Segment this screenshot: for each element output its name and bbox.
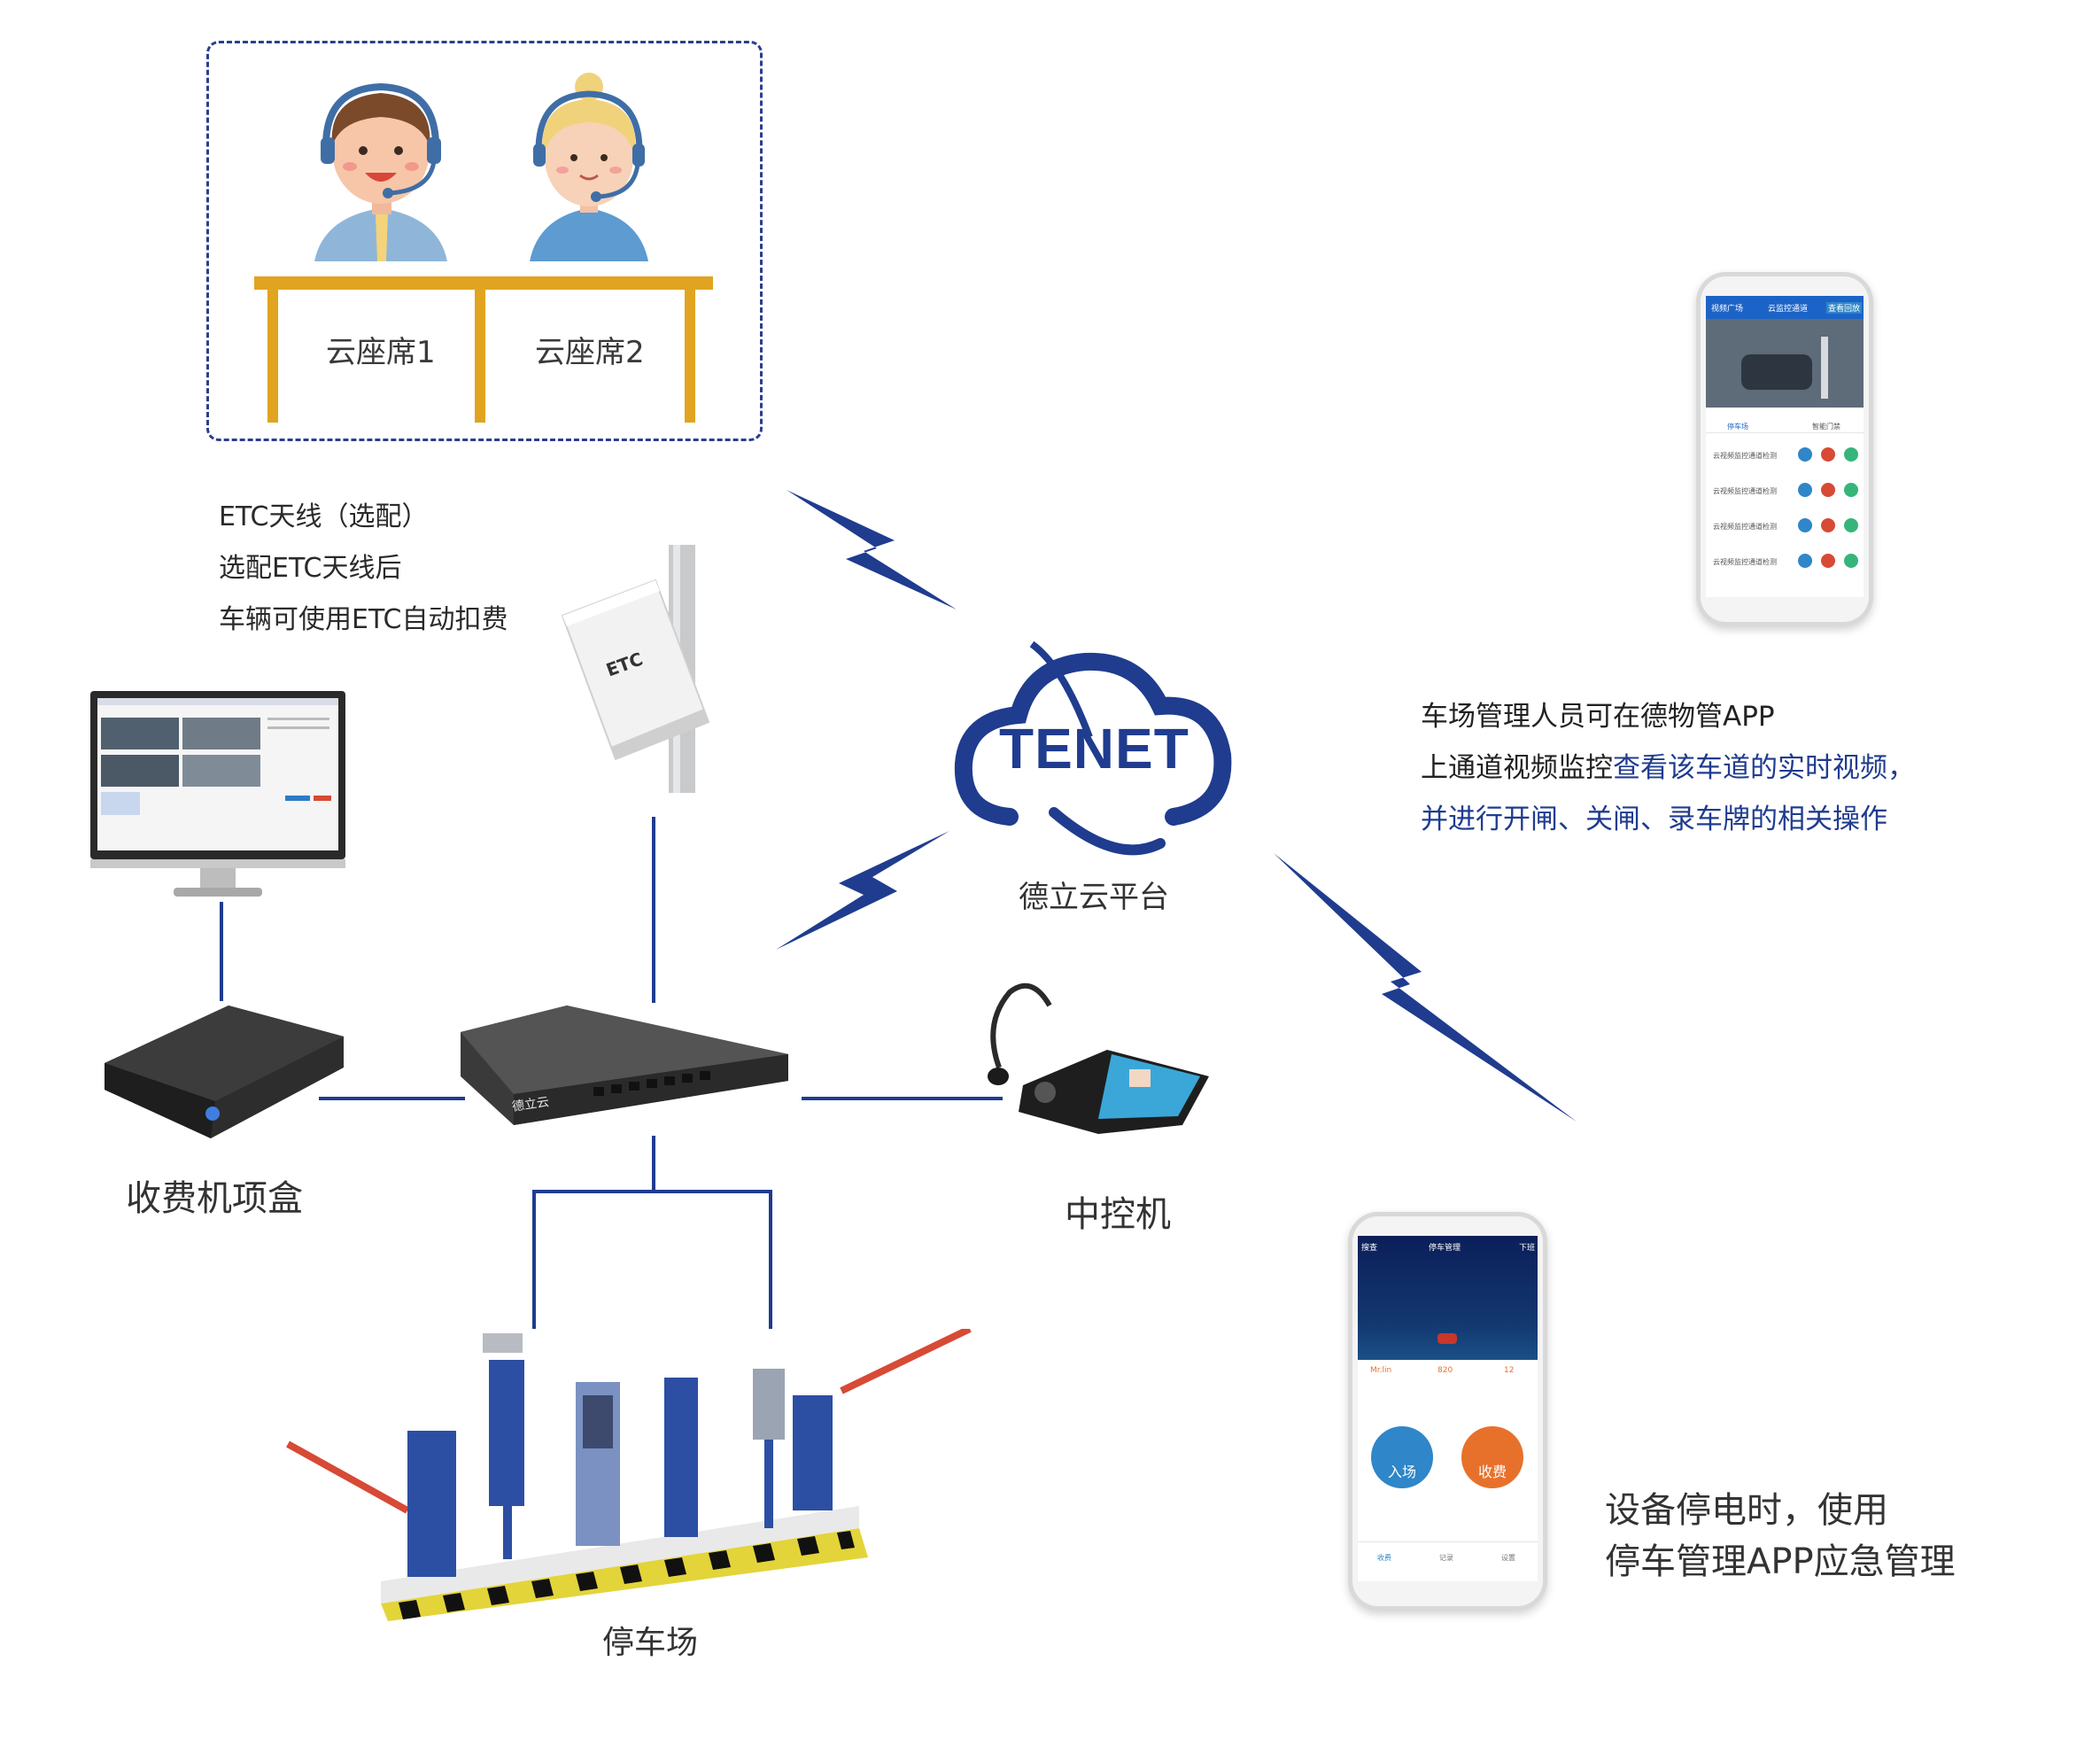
phone-top-tab-2[interactable]: 智能门禁 xyxy=(1812,423,1840,431)
etc-note-line3: 车辆可使用ETC自动扣费 xyxy=(219,604,508,635)
entry-button-label: 入场 xyxy=(1388,1464,1417,1480)
cloud-platform-label: 德立云平台 xyxy=(1019,880,1169,915)
close-gate-button[interactable] xyxy=(1821,483,1835,497)
record-plate-button[interactable] xyxy=(1844,518,1858,532)
phone-top-tab-1[interactable]: 停车场 xyxy=(1727,423,1748,431)
parking-lot-label: 停车场 xyxy=(602,1625,699,1661)
agents-illustration xyxy=(254,73,713,423)
toll-box-icon xyxy=(105,1005,344,1138)
phone-monitor-app: 视频广场 云监控通道 查看回放 停车场 智能门禁 云视频监控通道检测 云视频监控… xyxy=(1696,272,1873,626)
cloud-seats-frame xyxy=(206,41,763,441)
agent-female-icon xyxy=(530,73,648,261)
cloud-logo-text: TENET xyxy=(999,717,1189,780)
open-gate-button[interactable] xyxy=(1798,518,1812,532)
record-plate-button[interactable] xyxy=(1844,483,1858,497)
phone-bottom-nav: 收费 记录 设置 xyxy=(1358,1541,1538,1569)
fee-button-label: 收费 xyxy=(1478,1464,1507,1480)
toll-box-label: 收费机项盒 xyxy=(126,1178,303,1219)
stat-value: Mr.lin xyxy=(1370,1366,1392,1375)
cloud-logo-icon xyxy=(954,641,1232,856)
phone-top-title: 云监控通道 xyxy=(1768,305,1809,314)
manager-note-line2-highlight: 查看该车道的实时视频， xyxy=(1613,752,1915,784)
phone-bottom-header: 搜查 停车管理 下班 xyxy=(1358,1236,1538,1360)
etc-antenna-icon xyxy=(561,545,710,793)
router-icon xyxy=(461,1005,788,1125)
central-controller-icon xyxy=(988,982,1209,1134)
phone-bottom-title: 停车管理 xyxy=(1429,1244,1461,1253)
phone-top-back[interactable]: 视频广场 xyxy=(1711,305,1744,314)
list-item: 云视频监控通道检测 xyxy=(1713,558,1777,566)
phone-top-header: 视频广场 云监控通道 查看回放 xyxy=(1706,296,1864,319)
close-gate-button[interactable] xyxy=(1821,447,1835,462)
open-gate-button[interactable] xyxy=(1798,483,1812,497)
open-gate-button[interactable] xyxy=(1798,447,1812,462)
phone-bottom-right[interactable]: 下班 xyxy=(1519,1244,1536,1253)
stat-value: 820 xyxy=(1437,1366,1453,1375)
agent-male-icon xyxy=(314,82,447,261)
parking-lot-icon xyxy=(286,1329,972,1621)
car-icon xyxy=(1437,1333,1457,1344)
manager-note-line3: 并进行开闸、关闸、录车牌的相关操作 xyxy=(1421,804,1887,835)
phone-bottom-stats: Mr.lin 820 12 xyxy=(1358,1364,1538,1391)
open-gate-button[interactable] xyxy=(1798,554,1812,568)
phone-top-list: 云视频监控通道检测 云视频监控通道检测 云视频监控通道检测 云视频监控通道检测 xyxy=(1706,442,1864,593)
desk-icon xyxy=(254,276,713,423)
manager-note-line2: 上通道视频监控查看该车道的实时视频， xyxy=(1421,742,1915,794)
manager-note-line1: 车场管理人员可在德物管APP xyxy=(1421,701,1775,733)
record-plate-button[interactable] xyxy=(1844,554,1858,568)
nav-item-fee[interactable]: 收费 xyxy=(1377,1554,1391,1562)
nav-item-settings[interactable]: 设置 xyxy=(1501,1554,1515,1562)
monitor-icon xyxy=(90,691,345,897)
lightning-bolt-mid xyxy=(776,831,949,950)
etc-note: ETC天线（选配） 选配ETC天线后 车辆可使用ETC自动扣费 xyxy=(219,492,508,646)
manager-note-line2-plain: 上通道视频监控 xyxy=(1421,752,1613,784)
close-gate-button[interactable] xyxy=(1821,518,1835,532)
emergency-note: 设备停电时，使用 停车管理APP应急管理 xyxy=(1605,1485,1956,1588)
lightning-bolt-top xyxy=(787,490,957,610)
record-plate-button[interactable] xyxy=(1844,447,1858,462)
etc-note-line2: 选配ETC天线后 xyxy=(219,553,402,584)
phone-top-action[interactable]: 查看回放 xyxy=(1826,302,1863,314)
manager-note: 车场管理人员可在德物管APP 上通道视频监控查看该车道的实时视频， 并进行开闸、… xyxy=(1421,691,1915,845)
lightning-bolt-right xyxy=(1274,853,1577,1122)
seat-1-label: 云座席1 xyxy=(326,335,436,370)
fee-button[interactable]: 收费 xyxy=(1461,1426,1523,1488)
phone-top-video xyxy=(1706,319,1864,408)
emergency-note-line1: 设备停电时，使用 xyxy=(1605,1490,1888,1531)
line-router-to-lot xyxy=(532,1190,772,1329)
entry-button[interactable]: 入场 xyxy=(1371,1426,1433,1488)
list-item: 云视频监控通道检测 xyxy=(1713,487,1777,495)
seat-2-label: 云座席2 xyxy=(535,335,645,370)
emergency-note-line2: 停车管理APP应急管理 xyxy=(1605,1541,1956,1582)
phone-parking-app: 搜查 停车管理 下班 Mr.lin 820 12 入场 收费 收费 记录 设置 xyxy=(1348,1212,1547,1611)
phone-bottom-left[interactable]: 搜查 xyxy=(1361,1244,1378,1253)
etc-note-line1: ETC天线（选配） xyxy=(219,501,429,532)
list-item: 云视频监控通道检测 xyxy=(1713,452,1777,460)
close-gate-button[interactable] xyxy=(1821,554,1835,568)
nav-item-record[interactable]: 记录 xyxy=(1439,1554,1453,1562)
stat-value: 12 xyxy=(1504,1366,1515,1375)
list-item: 云视频监控通道检测 xyxy=(1713,523,1777,531)
central-controller-label: 中控机 xyxy=(1065,1194,1171,1235)
